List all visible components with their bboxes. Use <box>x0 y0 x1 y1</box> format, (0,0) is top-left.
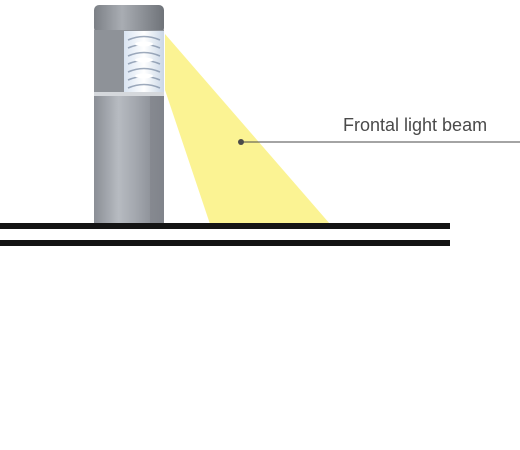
ground-line-bottom <box>0 240 450 246</box>
bollard-trim-ring <box>94 92 164 97</box>
frontal-light-beam <box>165 34 330 224</box>
callout-label: Frontal light beam <box>343 115 487 135</box>
bollard-cap <box>94 5 164 33</box>
bollard-light-icon <box>94 5 164 224</box>
led-column-icon <box>124 31 164 93</box>
ground-line-top <box>0 223 450 229</box>
